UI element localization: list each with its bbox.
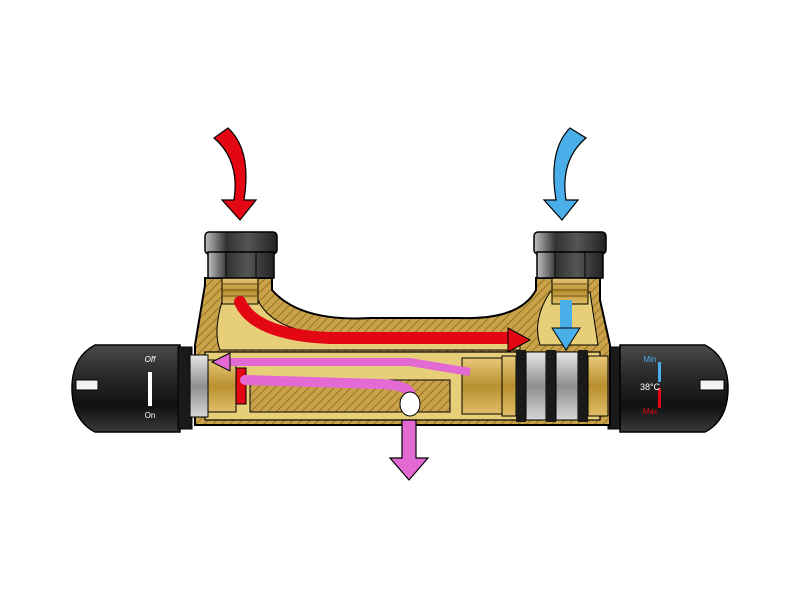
mixed-outlet-arrow-icon bbox=[388, 419, 430, 481]
temperature-label: 38°C bbox=[640, 382, 661, 392]
hot-inlet-nut bbox=[204, 231, 278, 279]
hot-water-flow bbox=[234, 296, 532, 353]
off-label: Off bbox=[145, 355, 156, 364]
cold-water-flow bbox=[551, 300, 581, 351]
mixed-water-flow bbox=[210, 352, 471, 417]
min-label: Min bbox=[644, 355, 657, 364]
cold-inlet-nut bbox=[533, 231, 607, 279]
right-handle[interactable]: Min 38°C Max bbox=[607, 344, 729, 433]
left-handle[interactable]: Off On bbox=[71, 344, 193, 433]
shutoff-cartridge bbox=[189, 354, 247, 418]
cold-inlet-arrow-icon bbox=[542, 127, 588, 221]
max-label: Max bbox=[642, 407, 658, 416]
hot-inlet-arrow-icon bbox=[213, 127, 258, 221]
on-label: On bbox=[145, 411, 156, 420]
thermostatic-cartridge bbox=[461, 350, 609, 422]
